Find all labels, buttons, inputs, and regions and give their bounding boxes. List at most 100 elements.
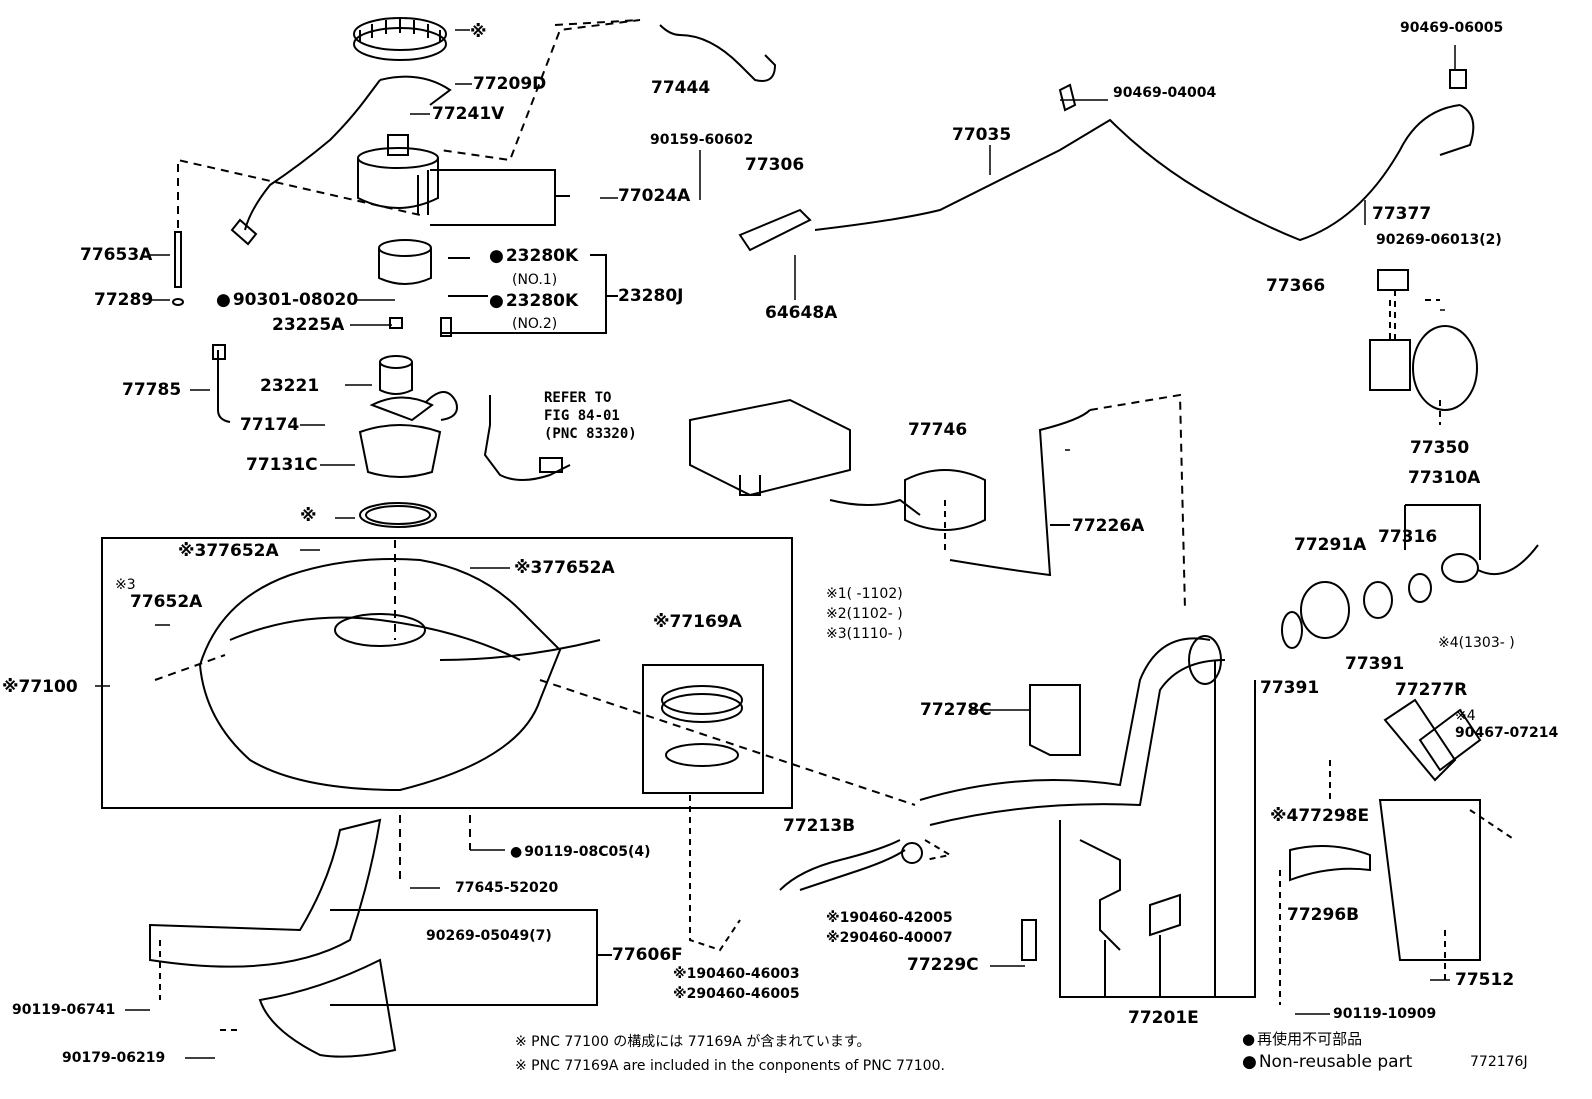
hose-77213B: [779, 839, 901, 891]
label-90119-06741: 90119-06741: [12, 1002, 116, 1018]
label-77444: 77444: [651, 78, 711, 98]
label-90159-60602: 90159-60602: [650, 132, 754, 148]
label-77653A: 77653A: [80, 245, 153, 265]
label-no2: (NO.2): [512, 316, 558, 332]
label-90460-46005: ※290460-46005: [673, 986, 800, 1002]
lever-bracket: [738, 208, 812, 252]
ring-kit-box: [642, 664, 764, 794]
label-77277R: 77277R: [1395, 680, 1468, 700]
undercover: [149, 818, 382, 968]
label-x4: ※4: [1455, 708, 1476, 724]
label-90119-08C05: 90119-08C05(4): [510, 842, 650, 862]
fuel-pump-module: [357, 134, 458, 528]
label-90460-40007: ※290460-40007: [826, 930, 953, 946]
filler-neck: [919, 637, 1226, 826]
label-90460-42005: ※190460-42005: [826, 910, 953, 926]
fuel-tank: [198, 558, 601, 792]
label-77350: 77350: [1410, 438, 1470, 458]
label-77296B: 77296B: [1287, 905, 1360, 925]
fuel-sender: [483, 395, 571, 481]
label-23280K-1: 23280K: [489, 246, 578, 266]
label-77645-52020: 77645-52020: [455, 880, 559, 896]
tank-group-box: [101, 537, 793, 809]
label-90269-05049: 90269-05049(7): [426, 928, 552, 944]
clip-77229C: [1021, 919, 1037, 961]
note-4-1303: ※4(1303- ): [1438, 635, 1515, 651]
label-23225A: 23225A: [272, 315, 345, 335]
label-77209D: 77209D: [473, 74, 547, 94]
label-77024A: 77024A: [618, 186, 691, 206]
release-cable: [814, 104, 1461, 242]
bracket-77201E: [1059, 660, 1256, 998]
label-77652A-c: 77652A: [130, 592, 203, 612]
bracket-77298E: [1383, 698, 1457, 782]
label-77512: 77512: [1455, 970, 1515, 990]
label-no1: (NO.1): [512, 272, 558, 288]
label-90469-06005: 90469-06005: [1400, 20, 1504, 36]
label-77100: ※77100: [2, 677, 78, 697]
label-77298E: ※477298E: [1270, 806, 1370, 826]
wire-harness: [217, 350, 231, 423]
label-77241V: 77241V: [432, 104, 505, 124]
label-77174: 77174: [240, 415, 300, 435]
label-90301-08020: 90301-08020: [216, 290, 358, 310]
refer-line-3: (PNC 83320): [544, 426, 637, 442]
label-77316: 77316: [1378, 527, 1438, 547]
label-77226A: 77226A: [1072, 516, 1145, 536]
note-1: ※1( -1102): [826, 586, 903, 602]
gasket-mark: ※: [300, 506, 317, 526]
tank-77746: [904, 469, 986, 531]
refer-line-2: FIG 84-01: [544, 408, 620, 424]
label-x3: ※3: [115, 577, 136, 593]
label-90467-07214: 90467-07214: [1455, 725, 1559, 741]
label-77652A-b: ※377652A: [514, 558, 615, 578]
label-23280K-2: 23280K: [489, 291, 578, 311]
label-90179-06219: 90179-06219: [62, 1050, 166, 1066]
legend-japanese: 再使用不可部品: [1242, 1030, 1362, 1048]
label-23221: 23221: [260, 376, 320, 396]
hose-77226A: [949, 409, 1091, 577]
label-23280J: 23280J: [618, 286, 684, 306]
label-90469-04004: 90469-04004: [1113, 85, 1217, 101]
charcoal-canister: [689, 398, 851, 497]
rod: [174, 231, 182, 288]
label-77035: 77035: [952, 125, 1012, 145]
retainer-ring-top: [353, 17, 447, 61]
fuel-cap: [1441, 553, 1479, 583]
label-77652A-a: ※377652A: [178, 541, 279, 561]
label-77377: 77377: [1372, 204, 1432, 224]
label-77289: 77289: [94, 290, 154, 310]
fuel-door: [1369, 269, 1478, 411]
label-77606F: 77606F: [612, 945, 683, 965]
label-77391-right: 77391: [1345, 654, 1405, 674]
figure-id: 772176J: [1470, 1054, 1528, 1070]
label-90119-10909: 90119-10909: [1333, 1006, 1437, 1022]
label-90460-46003: ※190460-46003: [673, 966, 800, 982]
label-77746: 77746: [908, 420, 968, 440]
label-77391-left: 77391: [1260, 678, 1320, 698]
note-2: ※2(1102- ): [826, 606, 903, 622]
canister-hose: [829, 498, 921, 516]
footnote-japanese: ※ PNC 77100 の構成には 77169A が含まれています。: [515, 1034, 871, 1050]
label-77278C: 77278C: [920, 700, 992, 720]
label-77310A: 77310A: [1408, 468, 1481, 488]
cap-ring-77291A: [1300, 581, 1350, 639]
label-77213B: 77213B: [783, 816, 856, 836]
vapor-line: [659, 24, 777, 82]
note-3: ※3(1110- ): [826, 626, 903, 642]
label-64648A: 64648A: [765, 303, 838, 323]
footnote-english: ※ PNC 77169A are included in the conpone…: [515, 1058, 945, 1074]
refer-line-1: REFER TO: [544, 390, 612, 406]
ring-top-mark: ※: [470, 22, 487, 42]
label-77306: 77306: [745, 155, 805, 175]
label-90269-06013: 90269-06013(2): [1376, 232, 1502, 248]
label-77229C: 77229C: [907, 955, 979, 975]
bracket-77278C: [1029, 684, 1081, 756]
pump-hose: [244, 75, 452, 231]
label-77131C: 77131C: [246, 455, 318, 475]
label-77201E: 77201E: [1128, 1008, 1199, 1028]
splash-shield-77277R: [1378, 799, 1481, 961]
label-77366: 77366: [1266, 276, 1326, 296]
